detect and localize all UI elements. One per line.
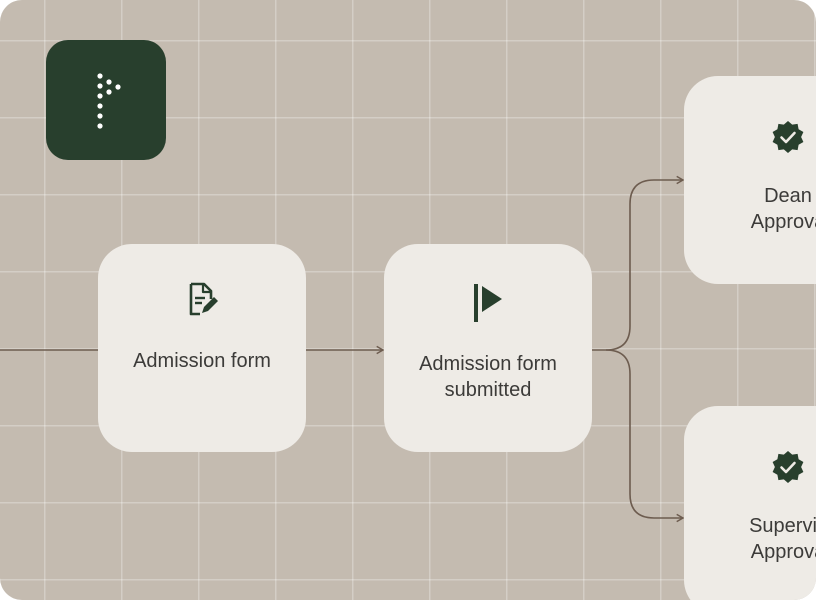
node-supervisor-approval[interactable]: Supervis Approva — [684, 406, 816, 600]
node-label: Supervis Approva — [749, 515, 816, 563]
connector-submitted-to-supervisor — [605, 349, 685, 523]
node-dean-approval[interactable]: Dean Approva — [684, 76, 816, 284]
document-edit-icon — [189, 282, 218, 316]
node-label: Dean Approva — [750, 185, 816, 233]
verified-check-icon — [772, 451, 804, 483]
node-admission-form-submitted[interactable]: Admission form submitted — [384, 244, 592, 452]
node-label: Admission form submitted — [419, 353, 557, 401]
node-admission-form[interactable]: Admission form — [98, 244, 306, 452]
flag-play-icon — [474, 284, 502, 322]
app-logo — [46, 40, 166, 160]
dotted-flow-logo-icon — [97, 73, 121, 129]
node-label: Admission form — [133, 350, 271, 372]
verified-check-icon — [772, 121, 804, 153]
connector-submitted-to-dean — [592, 175, 685, 351]
